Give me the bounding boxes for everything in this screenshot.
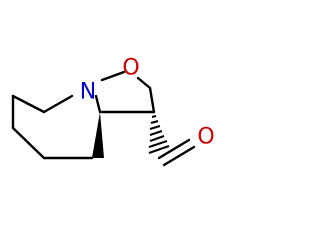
bond-c2-c3 (148, 86, 156, 114)
bond-cho-c-o (157, 138, 191, 160)
wedge-bond-c3a-c8 (92, 112, 104, 158)
molecular-structure: N O O (11, 56, 215, 167)
bond-n-c4 (42, 94, 74, 114)
bond-c6-c7 (11, 126, 46, 160)
bond-o-c2 (136, 76, 152, 90)
bond-n-c3a (94, 94, 102, 114)
bond-n-o (100, 70, 126, 82)
atom-oxygen-ring: O (122, 56, 139, 81)
atom-nitrogen: N (80, 80, 96, 105)
bond-c4-c5 (11, 94, 46, 114)
hashed-wedge-bond-c3-cho (148, 115, 170, 154)
atom-oxygen-aldehyde: O (197, 125, 214, 150)
bond-cho-c-o-second (162, 145, 196, 167)
